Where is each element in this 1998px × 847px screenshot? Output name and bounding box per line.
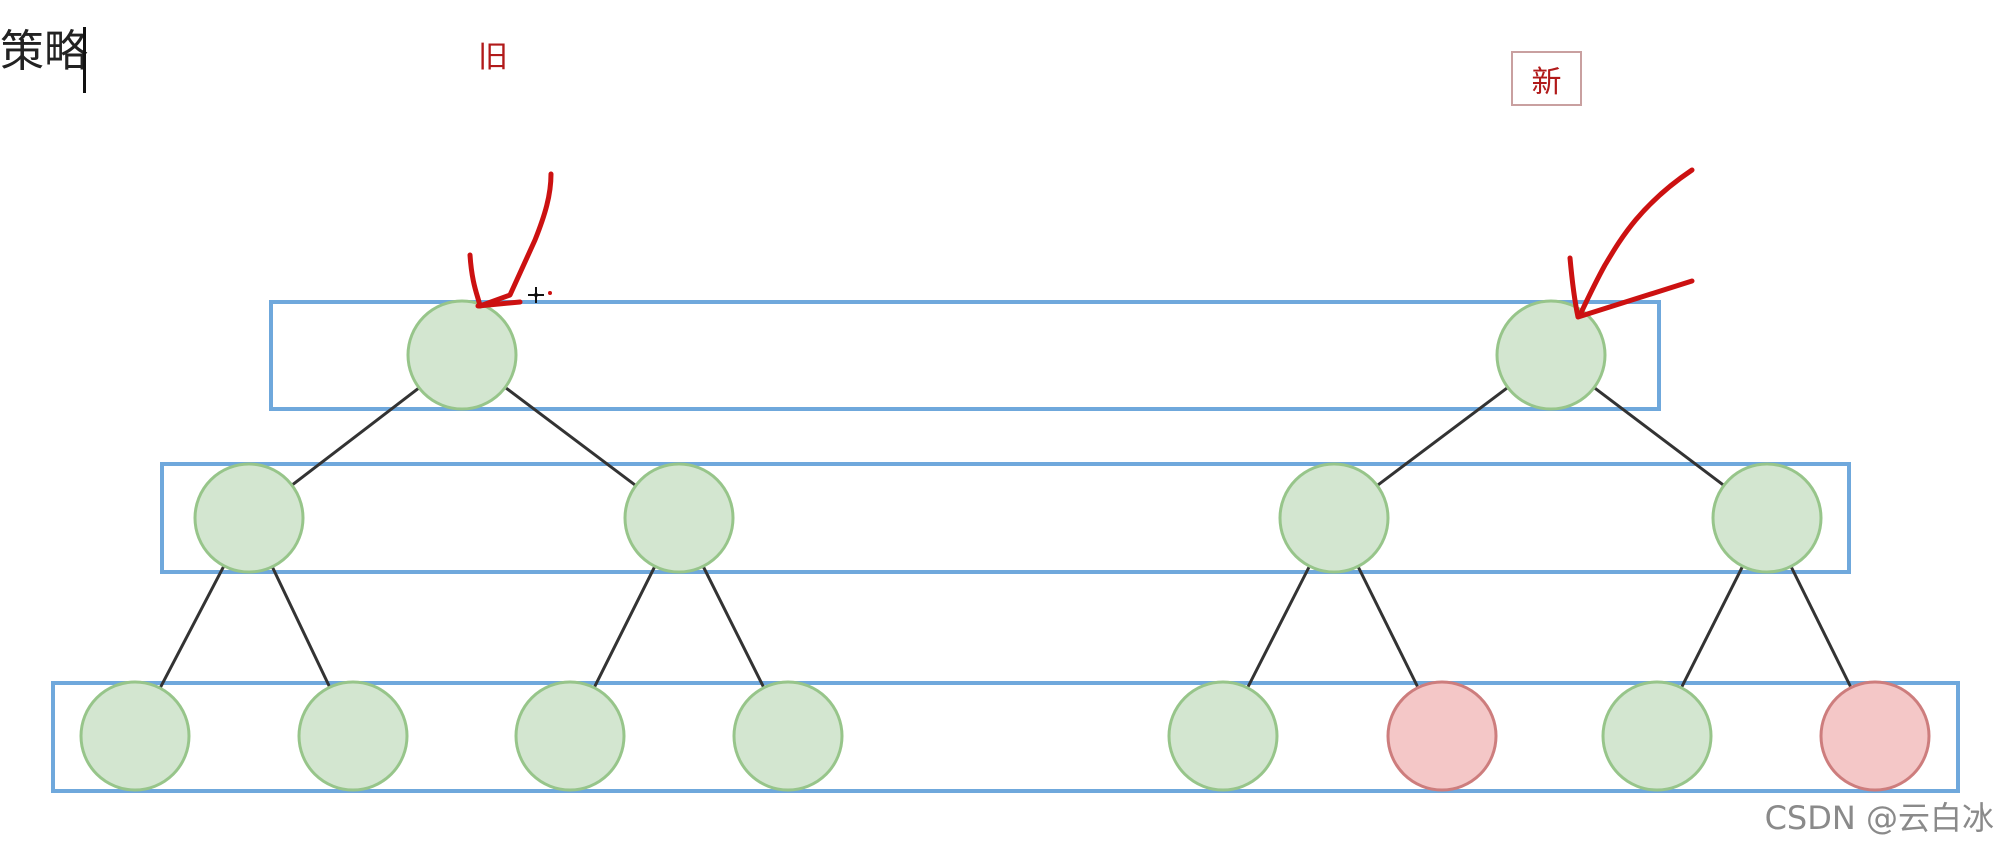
tree-nodes (79, 299, 1931, 792)
new-tree-node (1278, 462, 1390, 574)
new-tree-node-new (1819, 680, 1931, 792)
new-tree-node (1495, 299, 1607, 411)
new-root-arrow (1577, 167, 1695, 318)
new-tree-node-new (1386, 680, 1498, 792)
old-tree-label: 旧 (478, 40, 508, 75)
old-tree-node (79, 680, 191, 792)
mouse-cursor-icon (528, 287, 552, 303)
tree-edge (270, 566, 332, 688)
old-tree-node (623, 462, 735, 574)
old-tree-node (732, 680, 844, 792)
handwritten-arrows (467, 167, 1695, 320)
text-cursor (83, 27, 86, 93)
level-box-2 (160, 462, 1851, 574)
new-tree-node (1167, 680, 1279, 792)
old-tree-node (514, 680, 626, 792)
tree-edge (701, 565, 766, 689)
old-root-arrow-tip (475, 299, 523, 309)
tree-edge (1789, 565, 1853, 689)
new-tree-node (1711, 462, 1823, 574)
tree-edge (1356, 565, 1420, 689)
level-boxes (51, 300, 1960, 793)
level-box-3 (51, 681, 1960, 793)
tree-edge (1246, 565, 1311, 689)
new-tree-node (1601, 680, 1713, 792)
old-tree-node (406, 299, 518, 411)
tree-edge (1679, 565, 1745, 689)
old-tree-node (193, 462, 305, 574)
level-box-1 (269, 300, 1661, 411)
tree-edge (592, 565, 657, 689)
tree-edge (1376, 386, 1509, 487)
tree-edge (290, 386, 421, 487)
tree-edge (1593, 386, 1725, 487)
watermark: CSDN @云白冰 (1764, 799, 1994, 837)
new-root-arrow-tip (1567, 255, 1695, 320)
tree-edge (158, 565, 226, 689)
old-tree-node (297, 680, 409, 792)
new-tree-label[interactable]: 新 (1511, 51, 1582, 106)
tree-edge (504, 386, 637, 487)
tree-edges (158, 386, 1853, 689)
page-title: 策略 (0, 26, 88, 77)
old-root-arrow (467, 171, 554, 309)
